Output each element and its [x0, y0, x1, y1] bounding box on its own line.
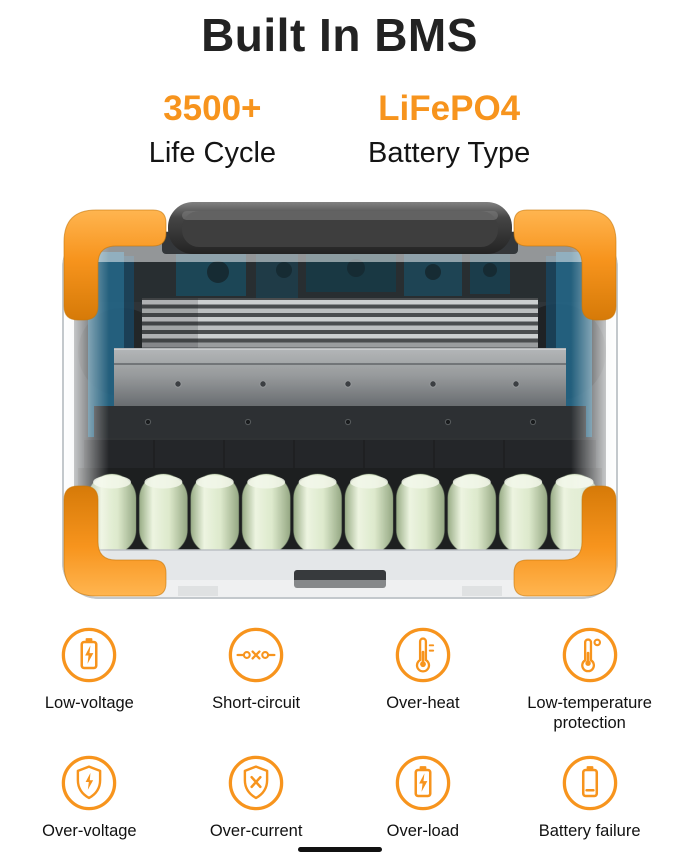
- low-voltage-icon: [62, 627, 117, 682]
- low-temperature-icon: [562, 627, 617, 682]
- feature-label: Over-current: [209, 821, 303, 840]
- feature-short-circuit: Short-circuit: [173, 626, 340, 734]
- feature-label: Low-voltage: [44, 693, 134, 712]
- feature-label: Low-temperature protection: [527, 693, 652, 733]
- heatsink-fins: [141, 297, 538, 348]
- stat-value: LiFePO4: [378, 89, 521, 128]
- feature-over-current: Over-current: [173, 754, 340, 842]
- over-load-icon: [395, 755, 451, 811]
- feature-label: Over-heat: [386, 693, 460, 712]
- feature-label: Over-load: [386, 821, 460, 840]
- power-station-cutaway-image: [61, 201, 618, 599]
- over-current-icon: [228, 755, 284, 811]
- bottom-bar: [297, 847, 382, 852]
- feature-over-load: Over-load: [340, 754, 507, 842]
- stat-label: Life Cycle: [148, 136, 277, 169]
- stat-battery-type: LiFePO4 Battery Type: [368, 89, 531, 170]
- unit-internals: [62, 231, 617, 598]
- feature-over-heat: Over-heat: [340, 626, 507, 734]
- stat-value: 3500+: [163, 89, 262, 128]
- feature-low-voltage: Low-voltage: [6, 626, 173, 734]
- page-title: Built In BMS: [201, 9, 478, 61]
- battery-failure-icon: [562, 755, 617, 811]
- feature-label: Battery failure: [538, 821, 641, 840]
- over-heat-icon: [395, 627, 451, 682]
- over-voltage-icon: [62, 755, 117, 811]
- short-circuit-icon: [228, 627, 284, 682]
- corner-bumpers: [63, 209, 616, 596]
- feature-label: Short-circuit: [212, 693, 301, 712]
- feature-label: Over-voltage: [42, 821, 137, 840]
- feature-low-temperature: Low-temperature protection: [506, 626, 673, 734]
- stats-row: 3500+ Life Cycle LiFePO4 Battery Type: [0, 89, 679, 170]
- stat-life-cycle: 3500+ Life Cycle: [148, 89, 277, 170]
- carry-handle: [161, 201, 518, 254]
- metal-plate: [113, 347, 566, 406]
- product-image-wrap: [0, 201, 679, 604]
- feature-over-voltage: Over-voltage: [6, 754, 173, 842]
- feature-battery-failure: Battery failure: [506, 754, 673, 842]
- stat-label: Battery Type: [368, 136, 531, 169]
- protection-features-grid: Low-voltage Short-circuit Over: [0, 626, 679, 842]
